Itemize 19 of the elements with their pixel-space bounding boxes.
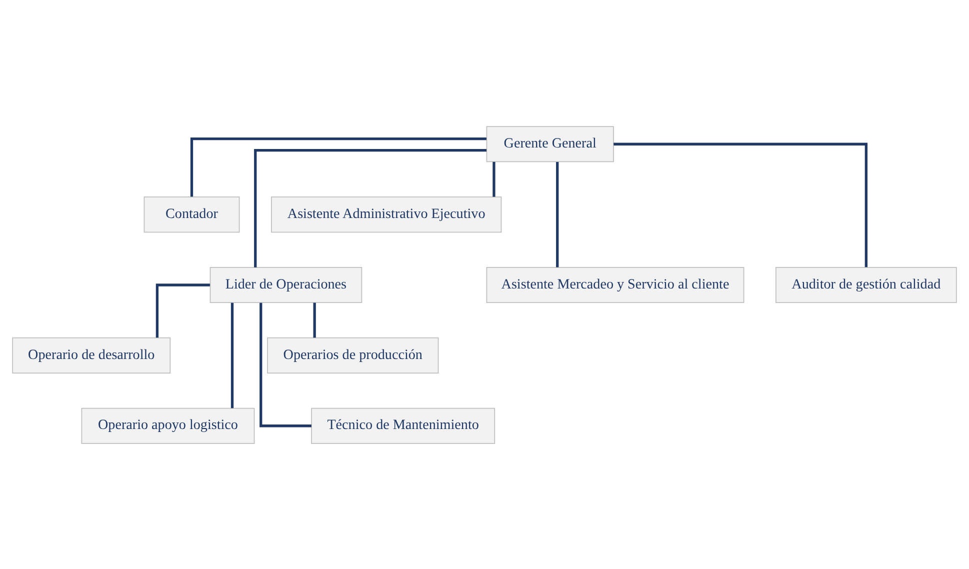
node-box: Técnico de Mantenimiento bbox=[311, 407, 496, 444]
node-box: Operario de desarrollo bbox=[12, 336, 171, 373]
connector bbox=[254, 148, 486, 267]
connector bbox=[614, 142, 868, 267]
node-box: Operario apoyo logistico bbox=[81, 407, 255, 444]
connector bbox=[156, 283, 210, 338]
connector bbox=[556, 161, 559, 267]
node-box: Lider de Operaciones bbox=[210, 266, 362, 303]
node-box: Auditor de gestión calidad bbox=[775, 266, 957, 303]
node-box: Operarios de producción bbox=[267, 336, 439, 373]
connector bbox=[260, 302, 312, 427]
node-box: Asistente Administrativo Ejecutivo bbox=[271, 196, 502, 232]
node-box: Gerente General bbox=[486, 126, 614, 162]
connector bbox=[313, 302, 316, 338]
connector bbox=[492, 161, 496, 196]
node-box: Contador bbox=[144, 196, 240, 232]
connector bbox=[230, 302, 234, 408]
connector bbox=[190, 137, 486, 196]
node-box: Asistente Mercadeo y Servicio al cliente bbox=[486, 266, 744, 303]
